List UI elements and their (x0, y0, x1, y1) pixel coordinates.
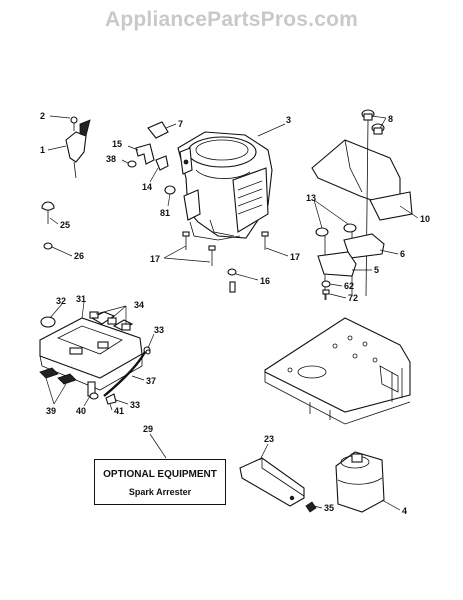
callout-29: 29 (143, 424, 153, 434)
callout-1: 1 (40, 145, 45, 155)
bolt-33b-part[interactable] (105, 393, 117, 405)
terminal-pad-part[interactable] (39, 367, 77, 385)
callout-7: 7 (178, 119, 183, 129)
optional-equipment-title: OPTIONAL EQUIPMENT (103, 469, 217, 480)
bolt-33-part[interactable] (145, 349, 151, 355)
callout-23: 23 (264, 434, 274, 444)
callout-6: 6 (400, 249, 405, 259)
callout-17-right: 17 (290, 252, 300, 262)
knob-part[interactable] (41, 201, 55, 224)
callout-72: 72 (348, 293, 358, 303)
callout-32: 32 (56, 296, 66, 306)
battery-cap-part[interactable] (40, 316, 56, 328)
hex-bolt-part[interactable] (322, 289, 330, 300)
callout-14: 14 (142, 182, 152, 192)
callout-81: 81 (160, 208, 170, 218)
battery-bolt-part[interactable] (87, 381, 99, 400)
callout-4: 4 (402, 506, 407, 516)
heat-shield-part[interactable] (311, 139, 413, 221)
callout-31: 31 (76, 294, 86, 304)
callout-15: 15 (112, 139, 122, 149)
callout-2: 2 (40, 111, 45, 121)
optional-equipment-box: OPTIONAL EQUIPMENT Spark Arrester (94, 459, 226, 505)
battery-carrier-part[interactable] (39, 311, 143, 391)
callout-16: 16 (260, 276, 270, 286)
lock-washer-part[interactable] (321, 280, 331, 288)
spark-arrester-label: Spark Arrester (128, 487, 192, 497)
callout-41: 41 (114, 406, 124, 416)
washer-lower-part[interactable] (43, 242, 53, 250)
callout-35: 35 (324, 503, 334, 513)
callout-3: 3 (286, 115, 291, 125)
screw-35-part[interactable] (305, 501, 317, 513)
callout-40: 40 (76, 406, 86, 416)
battery-cable-part[interactable] (103, 349, 148, 397)
callout-labels: 2 1 3 7 15 38 14 81 25 26 17 17 16 8 10 … (40, 111, 430, 516)
callout-26: 26 (74, 251, 84, 261)
throttle-control-part[interactable] (65, 119, 91, 179)
elbow-fitting-part[interactable] (135, 143, 155, 165)
washer-part[interactable] (127, 160, 137, 168)
spacer-part[interactable] (227, 268, 237, 293)
callout-5: 5 (374, 265, 379, 275)
clip-part[interactable] (155, 155, 169, 171)
chassis-frame-part[interactable] (264, 317, 411, 425)
engine-bolt-part[interactable] (182, 231, 269, 266)
callout-37: 37 (146, 376, 156, 386)
callout-39: 39 (46, 406, 56, 416)
callout-10: 10 (420, 214, 430, 224)
callout-33-bottom: 33 (130, 400, 140, 410)
plug-part[interactable] (164, 185, 176, 195)
air-cleaner-bracket-part[interactable] (147, 121, 169, 139)
callout-62: 62 (344, 281, 354, 291)
callout-38: 38 (106, 154, 116, 164)
callout-33-top: 33 (154, 325, 164, 335)
callout-leaders (45, 115, 419, 511)
callout-17-left: 17 (150, 254, 160, 264)
muffler-part[interactable] (335, 451, 385, 513)
spark-arrester-part[interactable] (239, 457, 305, 507)
engine-part[interactable] (177, 131, 273, 241)
callout-34: 34 (134, 300, 144, 310)
callout-25: 25 (60, 220, 70, 230)
callout-8: 8 (388, 114, 393, 124)
exhaust-cap-part[interactable] (361, 109, 385, 297)
site-watermark: AppliancePartsPros.com (105, 8, 358, 31)
callout-13: 13 (306, 193, 316, 203)
screw-part[interactable] (70, 116, 78, 131)
